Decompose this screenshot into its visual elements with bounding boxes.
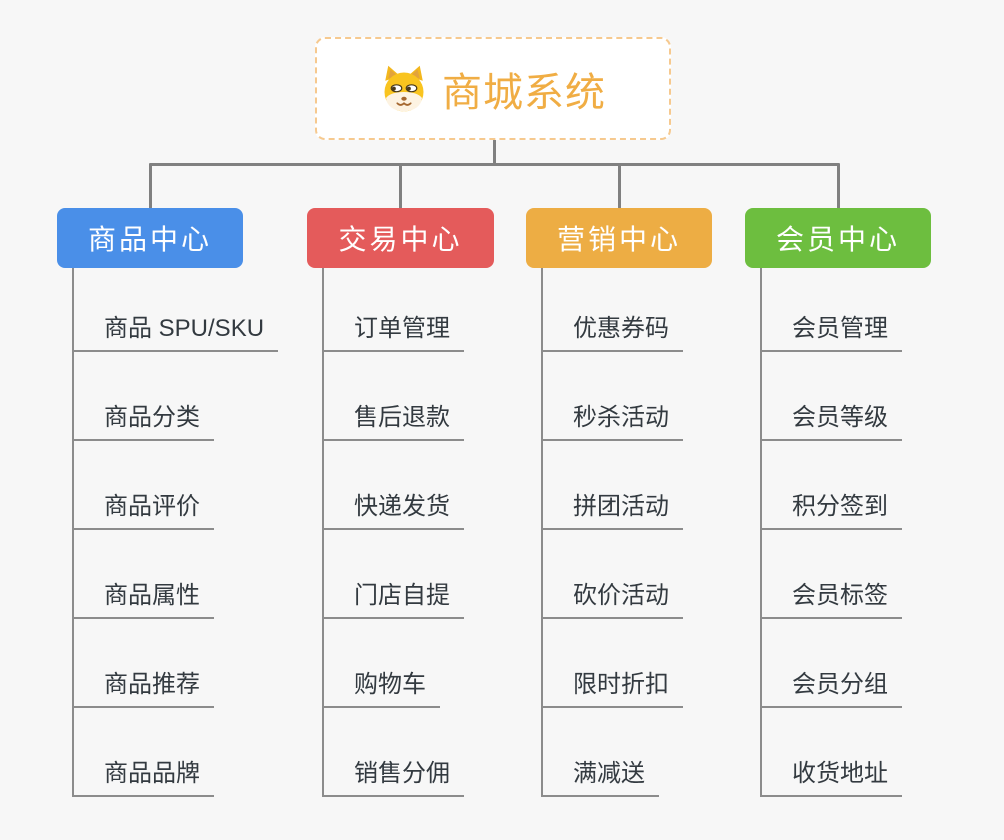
leaf-topic[interactable]: 限时折扣 xyxy=(543,619,683,708)
connector-drop-member xyxy=(837,163,840,209)
branch-children-member: 会员管理 会员等级 积分签到 会员标签 会员分组 收货地址 xyxy=(760,268,902,797)
leaf-topic[interactable]: 订单管理 xyxy=(324,268,464,352)
leaf-topic[interactable]: 满减送 xyxy=(543,708,659,797)
leaf-topic[interactable]: 商品分类 xyxy=(74,352,214,441)
branch-trade-center[interactable]: 交易中心 xyxy=(307,208,494,268)
leaf-topic[interactable]: 拼团活动 xyxy=(543,441,683,530)
root-topic[interactable]: 商城系统 xyxy=(315,37,671,140)
connector-drop-product xyxy=(149,163,152,209)
branch-member-center[interactable]: 会员中心 xyxy=(745,208,931,268)
shiba-dog-icon xyxy=(384,65,424,111)
leaf-topic[interactable]: 收货地址 xyxy=(762,708,902,797)
leaf-topic[interactable]: 门店自提 xyxy=(324,530,464,619)
connector-drop-marketing xyxy=(618,163,621,209)
leaf-topic[interactable]: 购物车 xyxy=(324,619,440,708)
leaf-topic[interactable]: 快递发货 xyxy=(324,441,464,530)
branch-product-center[interactable]: 商品中心 xyxy=(57,208,243,268)
connector-drop-trade xyxy=(399,163,402,209)
root-topic-title: 商城系统 xyxy=(442,70,606,115)
leaf-topic[interactable]: 会员分组 xyxy=(762,619,902,708)
leaf-topic[interactable]: 秒杀活动 xyxy=(543,352,683,441)
leaf-topic[interactable]: 积分签到 xyxy=(762,441,902,530)
leaf-topic[interactable]: 会员等级 xyxy=(762,352,902,441)
leaf-topic[interactable]: 优惠券码 xyxy=(543,268,683,352)
leaf-topic[interactable]: 砍价活动 xyxy=(543,530,683,619)
leaf-topic[interactable]: 商品推荐 xyxy=(74,619,214,708)
connector-top-bar xyxy=(149,163,840,166)
leaf-topic[interactable]: 商品 SPU/SKU xyxy=(74,268,279,352)
leaf-topic[interactable]: 会员管理 xyxy=(762,268,902,352)
leaf-topic[interactable]: 商品评价 xyxy=(74,441,214,530)
leaf-topic[interactable]: 售后退款 xyxy=(324,352,464,441)
branch-marketing-center[interactable]: 营销中心 xyxy=(526,208,712,268)
leaf-topic[interactable]: 商品属性 xyxy=(74,530,214,619)
leaf-topic[interactable]: 会员标签 xyxy=(762,530,902,619)
branch-children-trade: 订单管理 售后退款 快递发货 门店自提 购物车 销售分佣 xyxy=(322,268,464,797)
leaf-topic[interactable]: 销售分佣 xyxy=(324,708,464,797)
branch-children-product: 商品 SPU/SKU 商品分类 商品评价 商品属性 商品推荐 商品品牌 xyxy=(72,268,279,797)
leaf-topic[interactable]: 商品品牌 xyxy=(74,708,214,797)
connector-root-stem xyxy=(493,139,496,164)
branch-children-marketing: 优惠券码 秒杀活动 拼团活动 砍价活动 限时折扣 满减送 xyxy=(541,268,683,797)
